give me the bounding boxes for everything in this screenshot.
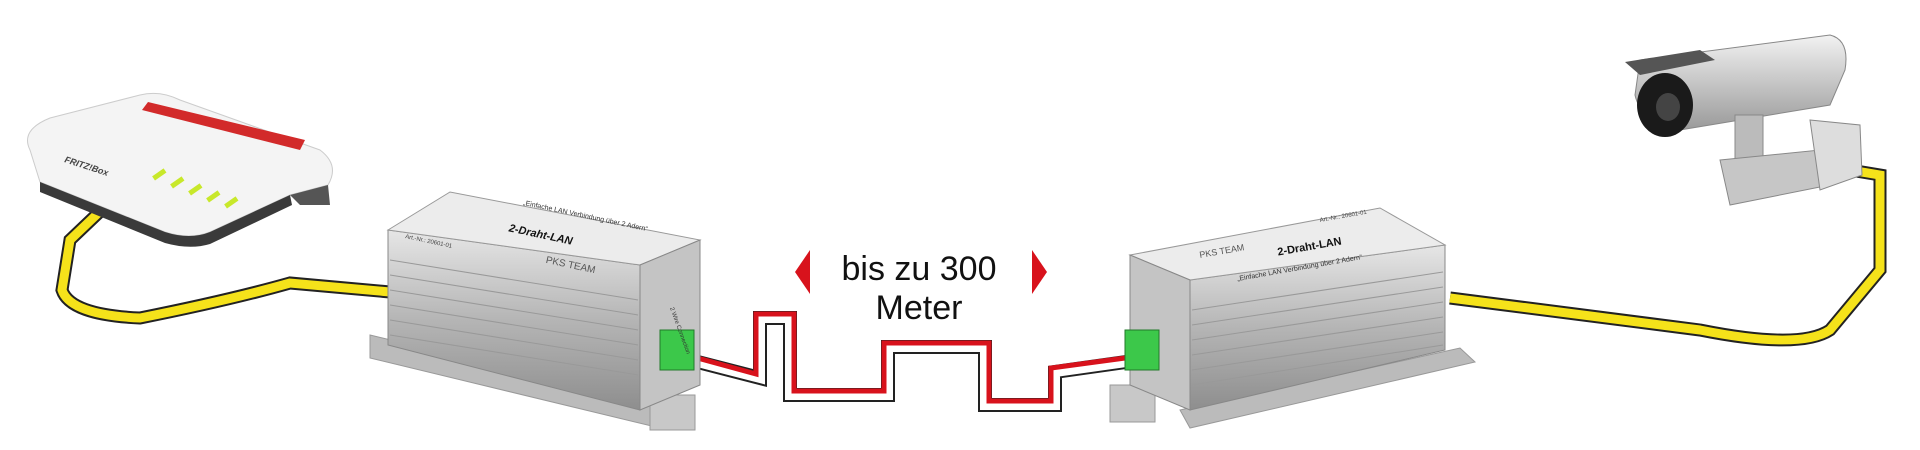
ip-camera bbox=[1625, 34, 1863, 206]
lan-cable-left bbox=[55, 195, 391, 325]
fritzbox-router: FRITZ!Box bbox=[27, 92, 333, 247]
terminal-block-icon bbox=[1124, 329, 1160, 371]
extender-right: 2-Draht-LAN „Einfache LAN Verbindung übe… bbox=[1109, 207, 1477, 429]
status-leds-icon bbox=[152, 168, 239, 209]
extender-left: „Einfache LAN Verbindung über 2 Adern“ 2… bbox=[369, 191, 702, 431]
two-wire-cable bbox=[688, 311, 1141, 412]
distance-label: bis zu 300 Meter bbox=[841, 250, 997, 327]
terminal-block-icon bbox=[659, 329, 695, 371]
arrow-left-icon bbox=[795, 250, 810, 294]
lan-cable-right bbox=[1449, 163, 1887, 347]
arrow-right-icon bbox=[1032, 250, 1047, 294]
